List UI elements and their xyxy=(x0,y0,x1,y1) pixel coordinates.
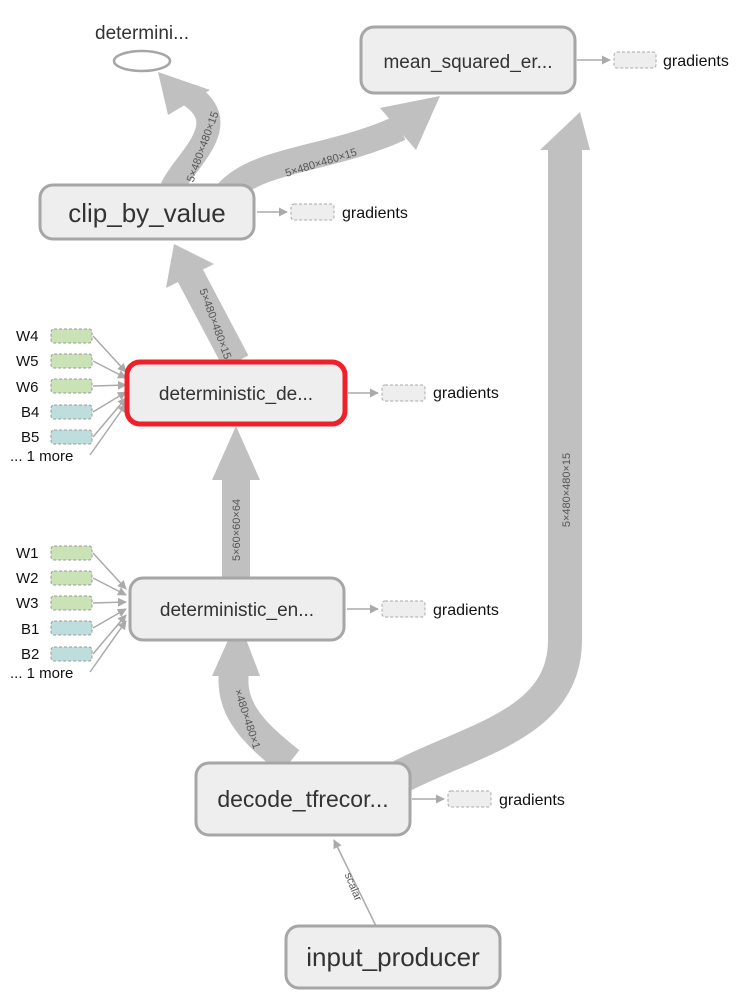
variable-w6[interactable]: W6 xyxy=(16,378,93,396)
decoder-inputs: W4 W5 W6 B4 B5 ... 1 more xyxy=(10,328,93,465)
gradients-label: gradients xyxy=(433,602,499,619)
variable-b4[interactable]: B4 xyxy=(21,404,93,421)
node-deterministic-decoder[interactable]: deterministic_de... xyxy=(124,359,348,427)
gradients-stub-decode[interactable]: gradients xyxy=(412,790,565,809)
edge-label-encoder-to-decoder: 5×60×60×64 xyxy=(231,499,243,561)
edge-label-decode-to-mse: 5×480×480×15 xyxy=(561,453,573,527)
edge-label-scalar: scalar xyxy=(342,871,364,903)
node-label: deterministic_de... xyxy=(159,384,313,405)
variable-label: B4 xyxy=(21,404,39,421)
node-label: clip_by_value xyxy=(68,198,226,228)
edge-clip-to-determini xyxy=(158,72,221,194)
variable-b2[interactable]: B2 xyxy=(21,646,93,663)
gradients-label: gradients xyxy=(342,205,408,222)
variable-b1[interactable]: B1 xyxy=(21,620,93,638)
variable-w4[interactable]: W4 xyxy=(16,328,93,345)
variable-label: W3 xyxy=(16,595,39,612)
variable-label: W5 xyxy=(16,353,39,370)
node-label: decode_tfrecor... xyxy=(217,786,388,812)
edge-decoder-to-clip xyxy=(166,244,249,369)
variable-w5[interactable]: W5 xyxy=(16,353,93,370)
node-determini[interactable]: determini... xyxy=(95,23,189,73)
gradients-stub-mse[interactable]: gradients xyxy=(577,51,729,70)
node-input-producer[interactable]: input_producer xyxy=(284,924,502,990)
variable-w3[interactable]: W3 xyxy=(16,595,93,612)
variable-label: W4 xyxy=(16,328,39,345)
variable-label: W6 xyxy=(16,379,39,396)
more-inputs-label[interactable]: ... 1 more xyxy=(10,665,73,682)
edge-encoder-to-decoder xyxy=(212,426,260,580)
variable-b5[interactable]: B5 xyxy=(21,429,93,446)
node-ellipse-shape xyxy=(112,49,172,73)
gradients-label: gradients xyxy=(663,53,729,70)
node-label: determini... xyxy=(95,23,189,44)
edge-clip-to-mse xyxy=(218,96,440,202)
node-label: mean_squared_er... xyxy=(383,52,552,73)
gradients-label: gradients xyxy=(499,792,565,809)
node-clip-by-value[interactable]: clip_by_value xyxy=(38,183,256,241)
variable-label: B1 xyxy=(21,621,39,638)
variable-w1[interactable]: W1 xyxy=(16,545,93,562)
variable-label: B2 xyxy=(21,646,39,663)
node-deterministic-encoder[interactable]: deterministic_en... xyxy=(128,576,346,642)
gradients-stub-encoder[interactable]: gradients xyxy=(347,600,499,619)
edge-decode-to-mse xyxy=(390,112,590,794)
gradients-label: gradients xyxy=(433,385,499,402)
node-label: deterministic_en... xyxy=(160,600,314,621)
node-label: input_producer xyxy=(306,942,480,972)
encoder-input-edges xyxy=(89,552,127,673)
edge-input-to-decode xyxy=(333,839,377,927)
variable-label: W1 xyxy=(16,545,39,562)
variable-label: W2 xyxy=(16,570,39,587)
variable-label: B5 xyxy=(21,429,39,446)
decoder-input-edges xyxy=(89,335,127,456)
gradients-stub-clip[interactable]: gradients xyxy=(257,203,408,222)
variable-w2[interactable]: W2 xyxy=(16,570,93,587)
node-mean-squared-error[interactable]: mean_squared_er... xyxy=(359,25,577,95)
more-inputs-label[interactable]: ... 1 more xyxy=(10,448,73,465)
encoder-inputs: W1 W2 W3 B1 B2 ... 1 more xyxy=(10,545,93,682)
gradients-stub-decoder[interactable]: gradients xyxy=(348,384,499,402)
node-decode-tfrecord[interactable]: decode_tfrecor... xyxy=(194,761,412,837)
edge-decode-to-encoder xyxy=(212,618,300,774)
